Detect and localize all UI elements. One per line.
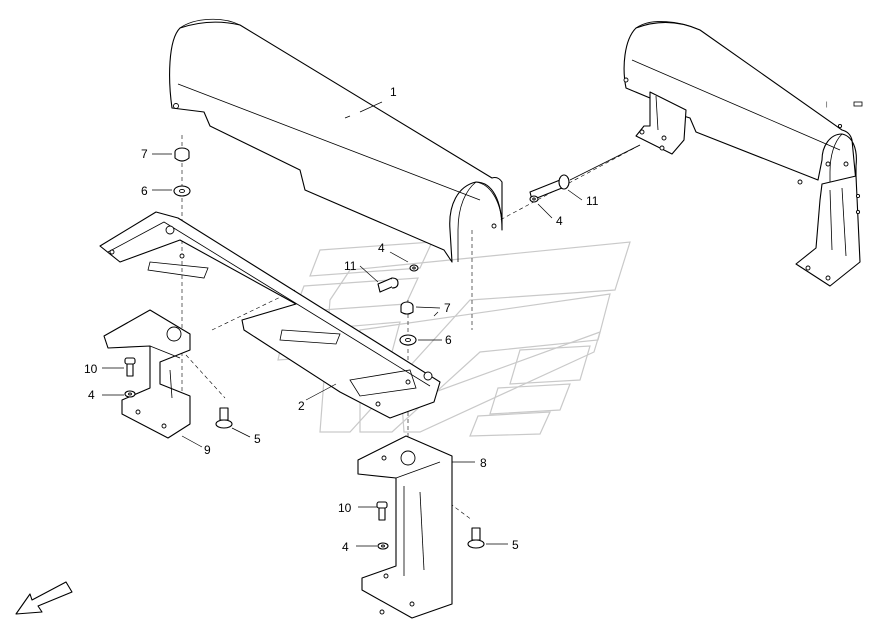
hardware [124,147,570,550]
bolt-5-left [215,407,233,429]
bolt-11-right [529,174,570,203]
callout-7-left: 7 [141,147,148,161]
direction-arrow-icon [15,581,73,615]
washer-4-lower [377,542,389,550]
callouts: 1 2 4 4 4 4 5 5 6 6 7 7 8 9 10 10 11 11 [84,85,599,554]
callout-4-lower: 4 [342,540,349,554]
callout-11-center: 11 [344,259,357,273]
callout-6-center: 6 [445,333,452,347]
bolt-11-center [377,264,419,293]
callout-4-left: 4 [88,388,95,402]
cover-right-mark: | [826,102,828,108]
callout-7-center: 7 [444,301,451,315]
nut-7-left [174,147,190,162]
cover-left [169,18,503,263]
washer-6-left [173,185,191,197]
callout-5-lower: 5 [512,538,519,552]
bolt-10-left [124,357,136,377]
callout-9: 9 [204,443,211,457]
frame-main [99,211,441,419]
callout-4-right: 4 [556,214,563,228]
washer-4-left [124,390,136,398]
bolt-5-lower [467,527,485,549]
callout-1: 1 [390,85,397,99]
bolt-10-lower [376,501,388,521]
washer-6-center [399,334,417,346]
nut-7-center [400,301,414,315]
leader-lines [102,101,583,547]
callout-11-right: 11 [586,194,599,208]
bracket-8 [357,435,453,619]
callout-5-left: 5 [254,432,261,446]
callout-2: 2 [298,399,305,413]
callout-10-left: 10 [84,362,98,376]
callout-4-center: 4 [378,241,385,255]
callout-10-lower: 10 [338,501,352,515]
bracket-9 [103,309,191,439]
callout-6-left: 6 [141,184,148,198]
callout-8: 8 [480,456,487,470]
cover-right: | [623,21,863,287]
